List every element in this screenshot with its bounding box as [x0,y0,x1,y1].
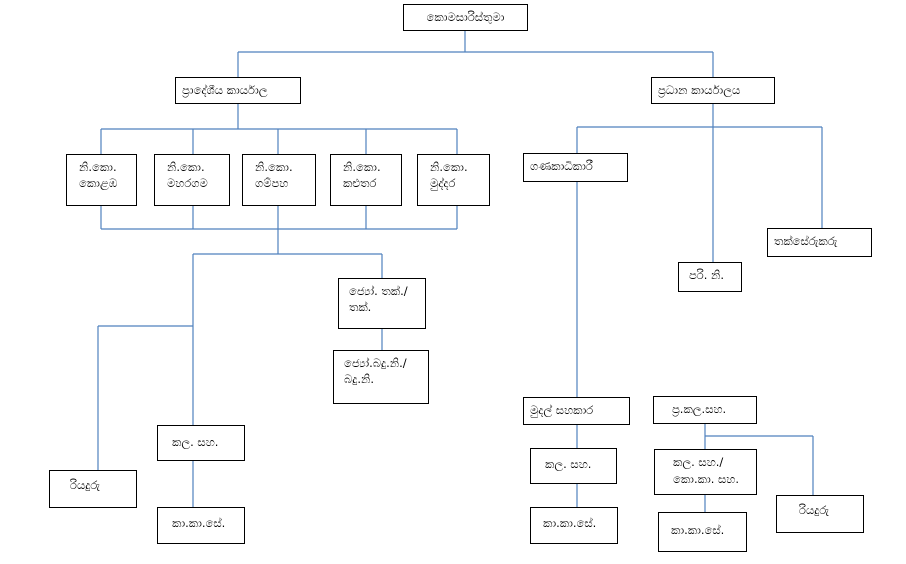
connector [576,104,823,262]
ac-gampaha-line2: ගම්පහ [255,176,289,190]
commissioner-label: කොමසාරිස්තුමා [426,10,505,24]
auditor-box: තක්සේරුකරු [767,228,872,257]
driver-left-box: රියදුරු [49,470,137,508]
driver-right-box: රියදුරු [776,495,864,533]
ac-kalutara-line1: නි.කො. [343,160,381,174]
chief-mgmt-assistant-box: ප්‍ර.කල.සහ. [653,396,757,424]
senior-assessor-line1: ජ්‍යෝ. තක්./ [349,284,408,298]
office-aide-left-box: කා.කා.සේ. [157,507,245,544]
office-aide-mid-label: කා.කා.සේ. [543,516,597,530]
ac-kalutara-box: නි.කො. කළුතර [330,154,402,206]
connector [704,423,814,512]
chief-mgmt-assistant-label: ප්‍ර.කල.සහ. [672,402,727,416]
auditor-label: තක්සේරුකරු [774,234,838,248]
senior-assessor-line2: තක්. [349,300,372,314]
mgmt-assistant-left-label: කල. සහ. [172,435,219,449]
ac-colombo-line1: නි.කො. [79,160,117,174]
ac-gampaha-line1: නි.කො. [255,160,293,174]
head-office-box: ප්‍රධාන කාර්යාලය [651,77,775,104]
ac-gampaha-box: නි.කො. ගම්පහ [242,154,316,206]
finance-assistant-box: මුදල් සහකාර [523,397,630,425]
accountant-label: ගණකාධිකාරී [530,159,593,173]
mgmt-assistant-right-line1: කල. සහ./ [673,455,724,469]
connector [100,104,458,154]
office-aide-left-label: කා.කා.සේ. [172,516,226,530]
ac-maharagama-line2: මහරගම [167,176,208,190]
ac-colombo-line2: කොළඹ [79,176,118,190]
connector [193,229,383,350]
accountant-box: ගණකාධිකාරී [523,153,628,182]
mgmt-assistant-left-box: කල. සහ. [157,425,245,461]
driver-left-label: රියදුරු [70,478,100,492]
mgmt-assistant-mid-box: කල. සහ. [530,448,617,484]
finance-assistant-label: මුදල් සහකාර [530,403,594,417]
connector [237,31,714,77]
mgmt-assistant-mid-label: කල. සහ. [545,457,592,471]
office-aide-right-box: කා.කා.සේ. [658,512,747,552]
regional-office-label: ප්‍රාදේශීය කාර්යාල [182,83,268,97]
admin-officer-box: පරි. නි. [678,262,742,292]
mgmt-assistant-right-line2: කො.කා. සහ. [673,472,740,486]
senior-assessor-box: ජ්‍යෝ. තක්./ තක්. [338,278,426,329]
ac-maharagama-line1: නි.කො. [167,160,205,174]
ac-muddara-line2: මුද්දර [430,176,456,190]
regional-office-box: ප්‍රාදේශීය කාර්යාල [175,77,301,104]
connector [100,205,458,230]
head-office-label: ප්‍රධාන කාර්යාලය [658,83,741,97]
senior-valuer-line2: බදු.නි. [344,372,374,386]
ac-muddara-line1: නි.කො. [430,160,468,174]
ac-maharagama-box: නි.කො. මහරගම [154,154,230,206]
office-aide-right-label: කා.කා.සේ. [671,523,725,537]
commissioner-box: කොමසාරිස්තුමා [403,4,528,31]
connector [97,254,194,507]
driver-right-label: රියදුරු [799,503,829,517]
office-aide-mid-box: කා.කා.සේ. [530,507,618,544]
admin-officer-label: පරි. නි. [689,268,725,282]
ac-kalutara-line2: කළුතර [343,176,377,190]
ac-colombo-box: නි.කො. කොළඹ [66,154,137,206]
senior-valuer-line1: ජ්‍යෝ.බදු.නි./ [344,356,407,370]
mgmt-assistant-right-box: කල. සහ./ කො.කා. සහ. [654,449,757,495]
ac-muddara-box: නි.කො. මුද්දර [417,154,490,206]
senior-valuer-box: ජ්‍යෝ.බදු.නි./ බදු.නි. [333,350,429,404]
